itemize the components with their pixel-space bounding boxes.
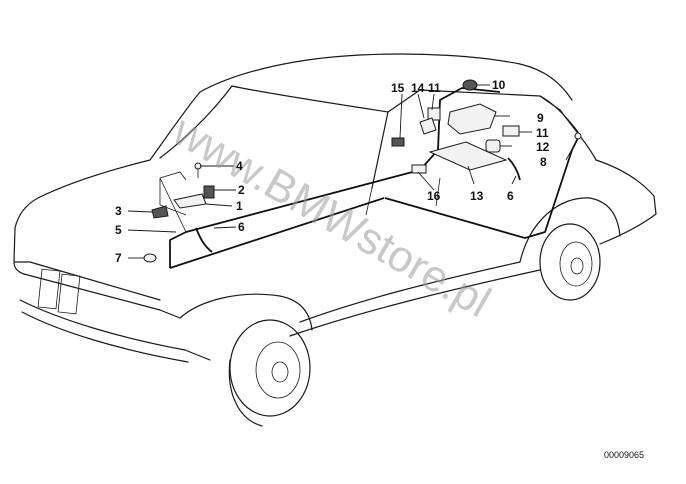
- lamp-part: [173, 193, 207, 209]
- bulb-part: [391, 137, 405, 147]
- holder-part: [485, 139, 501, 153]
- callout-10: 10: [492, 78, 506, 92]
- bracket-part: [159, 171, 187, 181]
- callout-2: 2: [238, 183, 245, 197]
- plug-part: [419, 117, 437, 135]
- callout-4: 4: [236, 159, 243, 173]
- bracket-part: [447, 103, 497, 135]
- callout-8: 8: [540, 155, 547, 169]
- callout-7: 7: [115, 251, 122, 265]
- callout-11-right: 11: [536, 126, 549, 140]
- clip-part: [151, 205, 169, 219]
- callout-5: 5: [115, 223, 122, 237]
- callout-6-left: 6: [238, 220, 245, 234]
- leader-lines: [127, 84, 577, 259]
- callout-15: 15: [391, 81, 405, 95]
- callout-13: 13: [470, 189, 484, 203]
- grommet-part: [462, 79, 478, 91]
- callout-labels: 15 14 11 10 9 11 12 8 4 2 1 3 5 6 7 16 1…: [115, 78, 550, 265]
- reference-number: 00009065: [604, 450, 644, 460]
- grommet-part: [143, 253, 157, 263]
- connector-part: [574, 132, 582, 140]
- callout-3: 3: [115, 204, 122, 218]
- callout-16: 16: [427, 189, 441, 203]
- cable-part: [195, 227, 213, 253]
- callout-14: 14: [411, 81, 425, 95]
- holder-part: [203, 185, 215, 199]
- clip-part: [502, 125, 520, 137]
- callout-9: 9: [537, 111, 544, 125]
- callout-12: 12: [536, 140, 550, 154]
- callout-11-top: 11: [428, 81, 441, 95]
- lamp-housing-part: [428, 141, 508, 171]
- cable-part: [507, 157, 521, 181]
- parts: [143, 79, 582, 263]
- callout-1: 1: [236, 199, 243, 213]
- callout-6-right: 6: [507, 189, 514, 203]
- car-outline: [13, 53, 657, 427]
- clip-part: [427, 107, 441, 121]
- switch-part: [411, 164, 427, 174]
